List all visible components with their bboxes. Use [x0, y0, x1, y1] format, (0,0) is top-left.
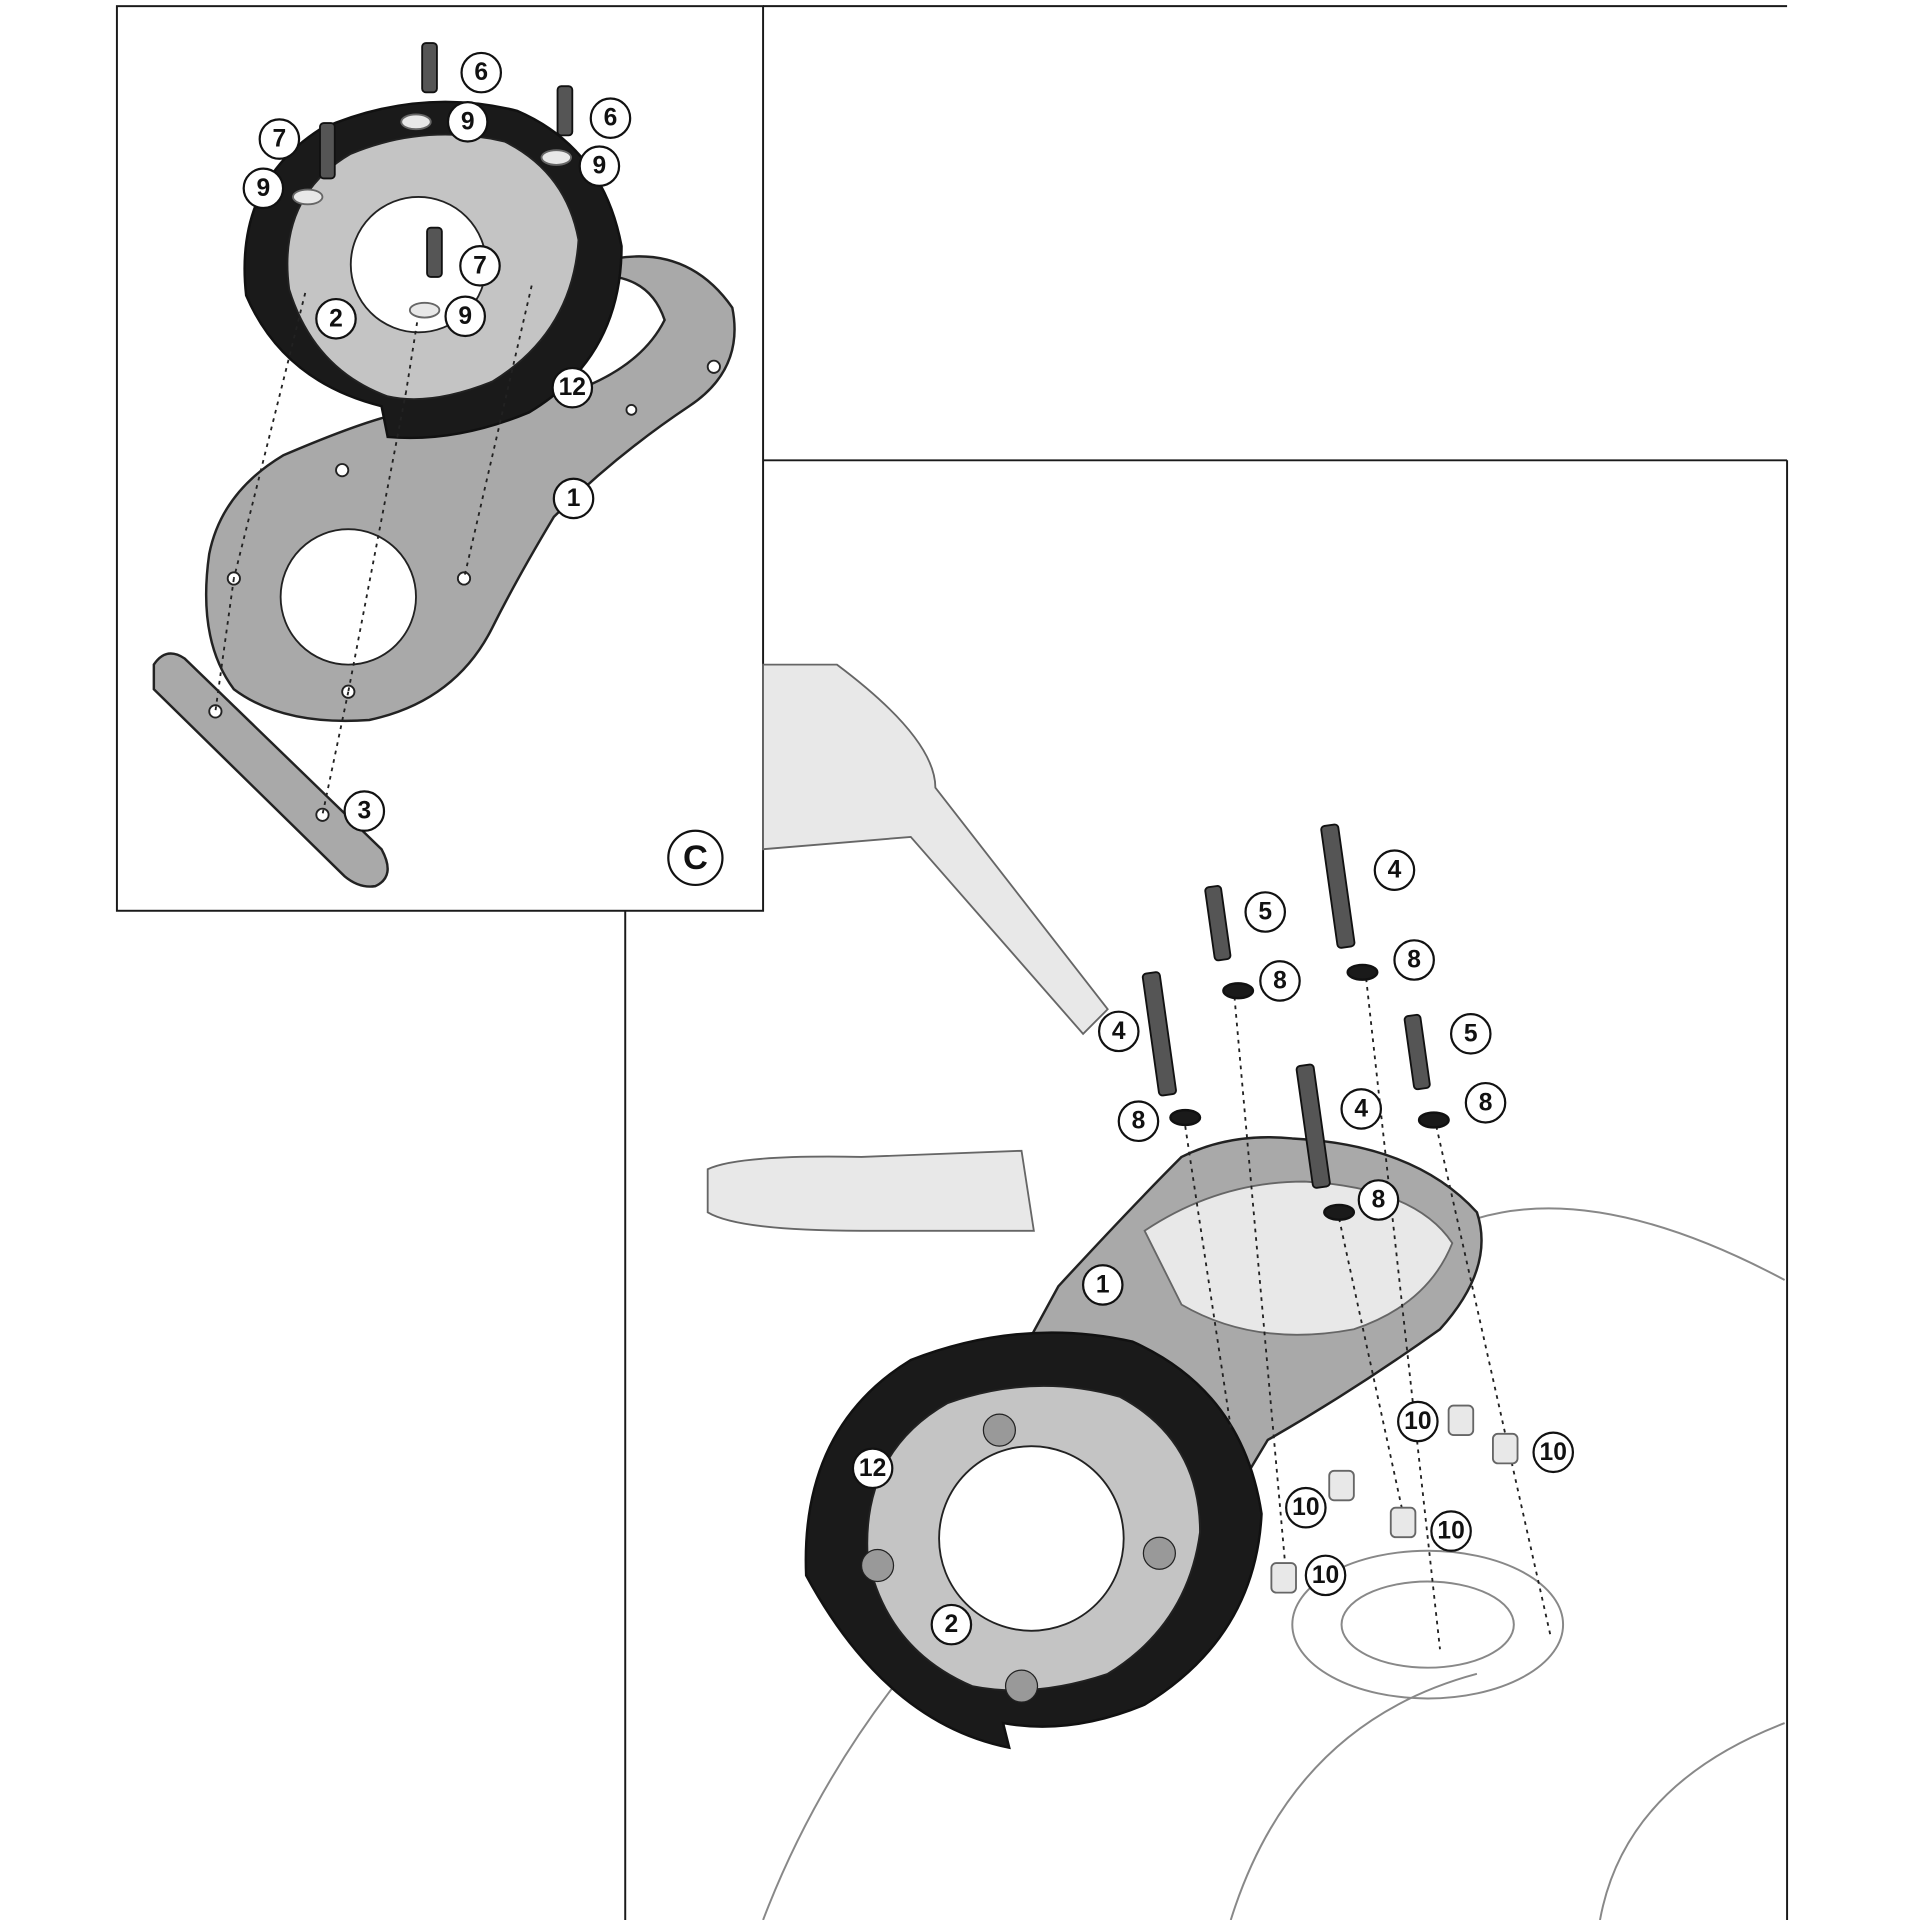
frames	[115, 5, 1789, 1920]
svg-text:6: 6	[604, 105, 618, 132]
callout-6: 6	[589, 97, 632, 139]
svg-text:5: 5	[1258, 899, 1272, 926]
svg-text:4: 4	[1388, 857, 1402, 884]
callout-9: 9	[578, 145, 621, 187]
washer-icon	[1346, 963, 1379, 981]
inset-bolts	[292, 42, 574, 319]
inset-plate-opening	[279, 528, 417, 666]
callout-8: 8	[1357, 1179, 1400, 1221]
main-bolts	[1141, 823, 1450, 1221]
svg-text:9: 9	[461, 108, 475, 135]
washer-icon	[292, 188, 324, 206]
panel-letter: C	[667, 829, 724, 887]
svg-text:7: 7	[273, 126, 287, 153]
callout-9: 9	[446, 101, 489, 143]
callout-12: 12	[851, 1447, 894, 1490]
main-dashed-guides	[1184, 978, 1552, 1650]
callout-1: 1	[552, 477, 595, 520]
washer-icon	[1169, 1108, 1202, 1127]
washer-icon	[1323, 1203, 1356, 1221]
bolt-icon	[421, 42, 438, 94]
svg-text:3: 3	[357, 798, 371, 825]
callout-4: 4	[1097, 1010, 1140, 1053]
callout-6: 6	[460, 51, 503, 94]
svg-text:8: 8	[1273, 967, 1287, 994]
callout-10: 10	[1285, 1486, 1327, 1529]
bolt-icon	[1204, 885, 1232, 962]
callout-2: 2	[315, 297, 357, 340]
bolt-icon	[1403, 1013, 1431, 1091]
main-callouts: 4 5 8 8 5 8 4 8 4 8 1 10 10 10 10 10 12 …	[851, 849, 1575, 1646]
spacers-10	[1270, 1404, 1519, 1594]
svg-text:10: 10	[1312, 1562, 1339, 1589]
inset-illustration	[152, 42, 736, 888]
svg-text:1: 1	[567, 485, 581, 512]
bolt-icon	[319, 122, 336, 180]
callout-10: 10	[1304, 1554, 1347, 1597]
svg-text:2: 2	[945, 1611, 959, 1638]
callout-12: 12	[551, 366, 594, 409]
inset-callouts: 6 6 9 9 7 9 7 9 2 12 1 3 C	[242, 51, 724, 887]
callout-10: 10	[1430, 1510, 1472, 1552]
bolt-icon	[1295, 1063, 1331, 1189]
inset-dashed-guides	[214, 285, 533, 815]
inset-frame	[115, 5, 765, 912]
svg-text:2: 2	[329, 305, 343, 332]
washer-icon	[1417, 1111, 1450, 1129]
svg-text:6: 6	[474, 59, 488, 86]
inset-plate-holes	[226, 359, 721, 699]
svg-text:10: 10	[1292, 1494, 1319, 1521]
svg-text:10: 10	[1540, 1439, 1567, 1466]
washer-icon	[400, 113, 432, 131]
mirror	[762, 663, 1109, 1036]
callout-7: 7	[258, 118, 301, 160]
svg-text:1: 1	[1096, 1271, 1110, 1298]
callout-8: 8	[1117, 1100, 1160, 1143]
svg-text:12: 12	[559, 374, 586, 401]
svg-text:9: 9	[458, 303, 472, 330]
washer-icon	[1222, 982, 1255, 1000]
fuel-cap	[1291, 1549, 1565, 1700]
ring-pads	[860, 1413, 1176, 1703]
washer-icon	[540, 149, 573, 166]
svg-text:8: 8	[1132, 1108, 1146, 1135]
bolt-icon	[1320, 823, 1356, 949]
svg-text:8: 8	[1407, 947, 1421, 974]
svg-text:10: 10	[1404, 1408, 1431, 1435]
svg-text:4: 4	[1112, 1018, 1126, 1045]
bolt-icon	[426, 226, 443, 278]
callout-3: 3	[343, 790, 386, 832]
svg-text:8: 8	[1479, 1089, 1493, 1116]
svg-text:5: 5	[1464, 1020, 1478, 1047]
svg-text:4: 4	[1354, 1095, 1368, 1122]
callout-4: 4	[1373, 849, 1416, 891]
callout-2: 2	[930, 1603, 973, 1646]
callout-9: 9	[444, 295, 487, 338]
washer-icon	[408, 301, 441, 319]
callout-10: 10	[1532, 1431, 1575, 1474]
bolt-icon	[556, 85, 574, 137]
svg-text:9: 9	[257, 175, 271, 202]
svg-text:12: 12	[859, 1455, 886, 1482]
svg-text:8: 8	[1372, 1187, 1386, 1214]
callout-5: 5	[1244, 891, 1287, 933]
callout-10: 10	[1397, 1400, 1439, 1443]
main-illustration	[706, 663, 1786, 1920]
svg-text:C: C	[683, 839, 708, 877]
main-ring-opening	[938, 1445, 1125, 1632]
svg-text:9: 9	[593, 153, 607, 180]
callout-7: 7	[459, 245, 501, 287]
callout-1: 1	[1081, 1264, 1124, 1306]
svg-text:10: 10	[1437, 1518, 1464, 1545]
callout-8: 8	[1464, 1081, 1507, 1124]
callout-4: 4	[1340, 1088, 1383, 1130]
callout-5: 5	[1449, 1013, 1492, 1055]
svg-text:7: 7	[473, 252, 487, 279]
bolt-icon	[1141, 971, 1177, 1097]
callout-8: 8	[1393, 939, 1435, 981]
handlebar-grip	[706, 1149, 1035, 1232]
callout-8: 8	[1259, 960, 1301, 1002]
callout-9: 9	[242, 167, 285, 210]
